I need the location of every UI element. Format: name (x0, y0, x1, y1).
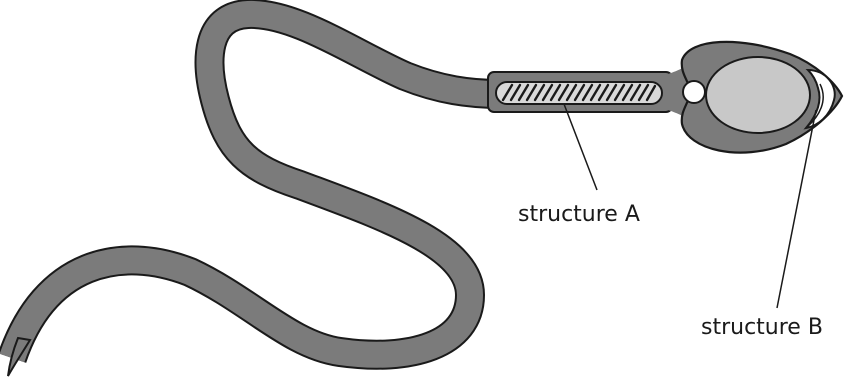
structure-b-label: structure B (701, 315, 823, 340)
head (682, 42, 842, 153)
mitochondria-spiral (496, 82, 662, 104)
structure-a-label: structure A (518, 202, 640, 227)
structure-a-leader-line (564, 104, 597, 190)
nucleus (706, 57, 810, 133)
tail (8, 14, 500, 376)
centriole (683, 81, 705, 103)
